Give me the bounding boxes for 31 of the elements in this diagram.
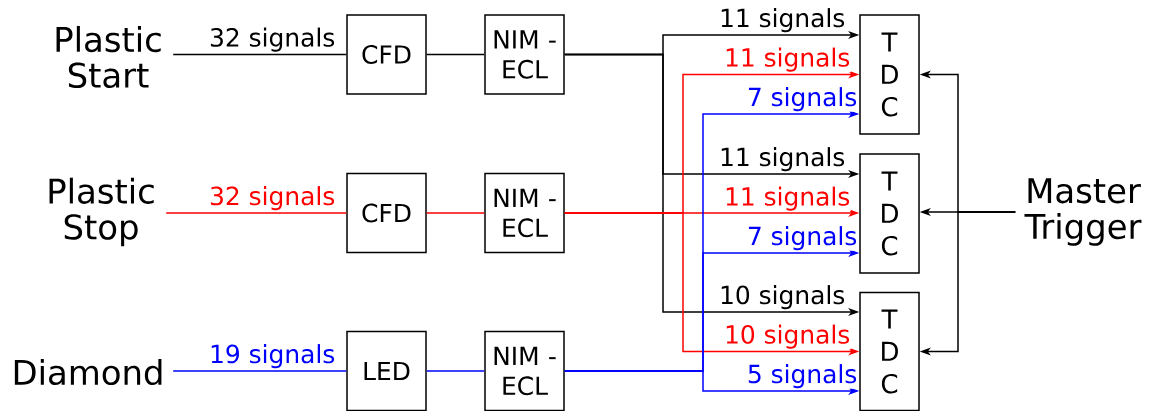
signal-source-label: Master Trigger — [1024, 178, 1142, 246]
connector — [426, 212, 485, 214]
edge-label: 10 signals — [723, 324, 851, 350]
edge-label: 32 signals — [208, 185, 336, 211]
signal-source-label: Plastic Start — [56, 25, 161, 89]
module-box: NIM - ECL — [484, 330, 565, 411]
connector — [172, 370, 347, 372]
module-box: CFD — [346, 172, 427, 254]
connector — [426, 53, 485, 56]
module-box: CFD — [346, 14, 427, 95]
edge-label: 32 signals — [208, 27, 336, 53]
connector — [165, 212, 347, 214]
edge-label: 5 signals — [746, 363, 858, 389]
edge-label: 19 signals — [208, 343, 336, 369]
signal-source-label: Diamond — [14, 358, 162, 386]
tdc-box: T D C — [859, 291, 920, 411]
signal-source-label: Plastic Stop — [49, 177, 154, 247]
edge-label: 7 signals — [746, 86, 858, 112]
edge-label: 11 signals — [718, 146, 846, 172]
edge-label: 11 signals — [723, 47, 851, 73]
connector — [172, 53, 347, 56]
tdc-box: T D C — [859, 153, 920, 274]
module-box: NIM - ECL — [484, 172, 565, 254]
edge-label: 10 signals — [718, 284, 846, 310]
edge-label: 11 signals — [718, 7, 846, 33]
connector — [426, 370, 485, 372]
tdc-box: T D C — [859, 14, 920, 135]
edge-label: 11 signals — [723, 186, 851, 212]
module-box: NIM - ECL — [484, 14, 565, 95]
edge-label: 7 signals — [746, 225, 858, 251]
module-box: LED — [346, 330, 427, 411]
